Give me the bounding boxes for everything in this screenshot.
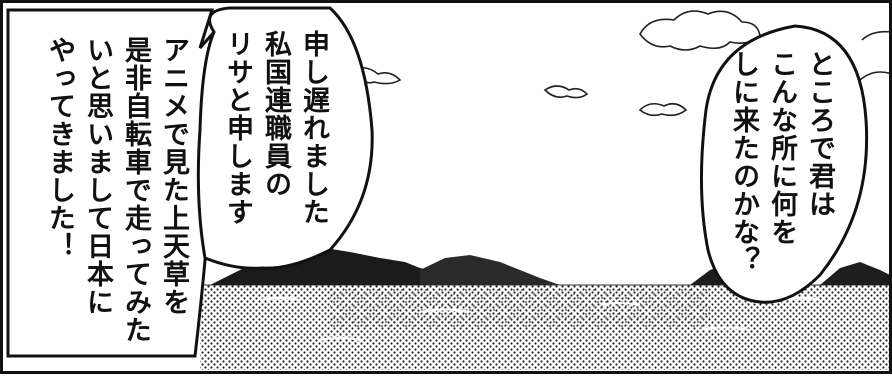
speech-text-middle: 申し遅れました 私国連職員の リサと申します — [218, 30, 332, 226]
speech-line: 申し遅れました — [298, 30, 329, 226]
speech-line: やってきました！ — [44, 36, 75, 260]
speech-text-left: アニメで見た上天草を 是非自転車で走ってみた いと思いまして日本に やってきまし… — [40, 36, 192, 344]
speech-text-right: ところで君は こんな所に何を しに来たのかな？ — [724, 50, 838, 274]
speech-bubble-right — [699, 24, 869, 304]
speech-line: リサと申します — [222, 30, 253, 226]
speech-line: いと思いまして日本に — [82, 36, 113, 316]
speech-line: しに来たのかな？ — [728, 50, 759, 274]
speech-line: ところで君は — [804, 50, 835, 218]
speech-line: アニメで見た上天草を — [158, 36, 189, 316]
speech-line: 私国連職員の — [260, 30, 291, 198]
speech-line: こんな所に何を — [766, 50, 797, 246]
speech-bubble-middle — [196, 6, 374, 270]
speech-line: 是非自転車で走ってみた — [120, 36, 151, 344]
